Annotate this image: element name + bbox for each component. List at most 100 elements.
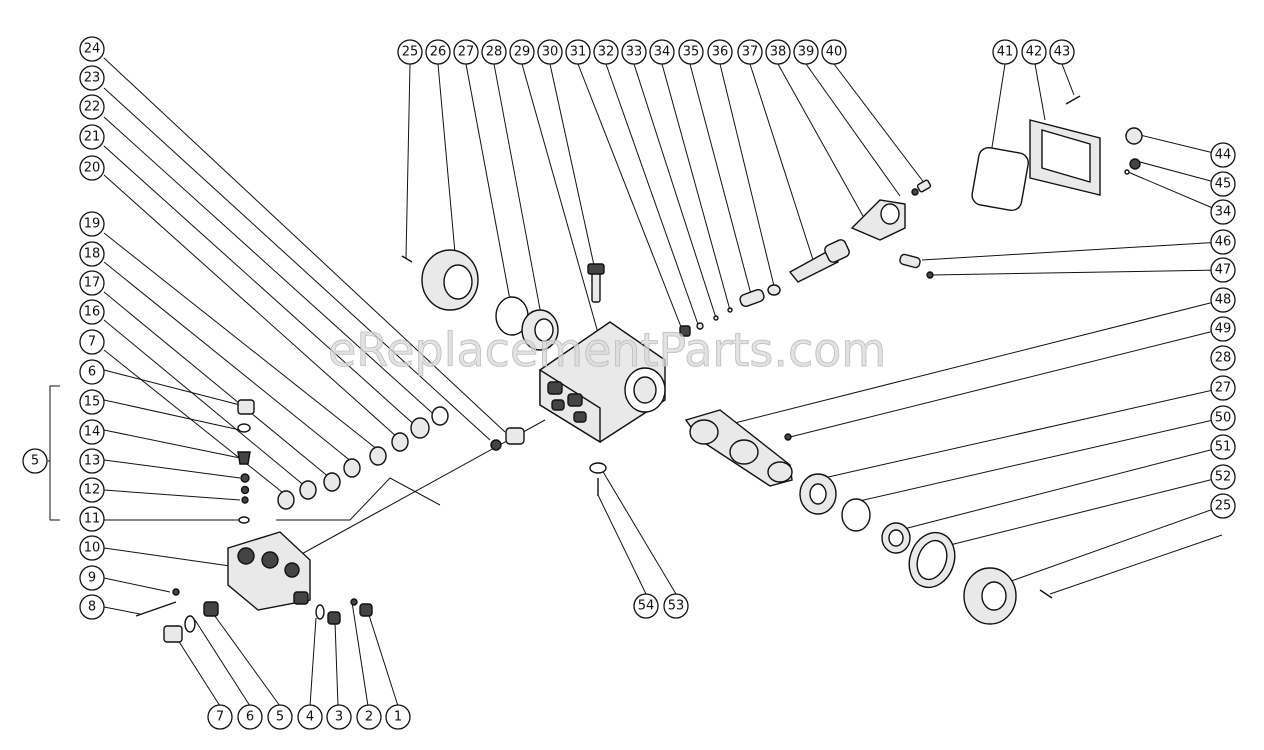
callout-54[interactable]: 54 bbox=[633, 593, 659, 619]
callout-50[interactable]: 50 bbox=[1210, 405, 1236, 431]
callout-25-right[interactable]: 25 bbox=[1210, 493, 1236, 519]
svg-text:6: 6 bbox=[88, 365, 96, 380]
callout-38[interactable]: 38 bbox=[765, 39, 791, 65]
svg-text:26: 26 bbox=[430, 45, 447, 60]
svg-text:22: 22 bbox=[84, 100, 101, 115]
svg-text:13: 13 bbox=[84, 454, 101, 469]
callout-41[interactable]: 41 bbox=[992, 39, 1018, 65]
svg-text:32: 32 bbox=[598, 45, 615, 60]
svg-text:53: 53 bbox=[668, 599, 685, 614]
callout-6-upper[interactable]: 6 bbox=[79, 359, 105, 385]
callout-46[interactable]: 46 bbox=[1210, 229, 1236, 255]
callout-37[interactable]: 37 bbox=[737, 39, 763, 65]
callout-20[interactable]: 20 bbox=[79, 155, 105, 181]
svg-text:30: 30 bbox=[542, 45, 559, 60]
svg-text:19: 19 bbox=[84, 217, 101, 232]
svg-text:27: 27 bbox=[1215, 381, 1232, 396]
callout-48[interactable]: 48 bbox=[1210, 287, 1236, 313]
svg-text:43: 43 bbox=[1054, 45, 1071, 60]
svg-text:38: 38 bbox=[770, 45, 787, 60]
callout-49[interactable]: 49 bbox=[1210, 316, 1236, 342]
callout-16[interactable]: 16 bbox=[79, 299, 105, 325]
crankshaft bbox=[684, 409, 793, 487]
callout-13[interactable]: 13 bbox=[79, 448, 105, 474]
callout-34-top[interactable]: 34 bbox=[649, 39, 675, 65]
svg-text:5: 5 bbox=[31, 454, 39, 469]
callout-1[interactable]: 1 bbox=[385, 704, 411, 730]
callout-27-top[interactable]: 27 bbox=[453, 39, 479, 65]
callout-28-right[interactable]: 28 bbox=[1210, 345, 1236, 371]
callout-45[interactable]: 45 bbox=[1210, 171, 1236, 197]
callout-43[interactable]: 43 bbox=[1049, 39, 1075, 65]
callout-31[interactable]: 31 bbox=[565, 39, 591, 65]
leader-lines bbox=[48, 57, 1223, 707]
callout-4[interactable]: 4 bbox=[297, 704, 323, 730]
svg-text:52: 52 bbox=[1215, 470, 1232, 485]
callout-10[interactable]: 10 bbox=[79, 535, 105, 561]
callout-19[interactable]: 19 bbox=[79, 211, 105, 237]
callout-2[interactable]: 2 bbox=[356, 704, 382, 730]
callout-18[interactable]: 18 bbox=[79, 241, 105, 267]
callout-42[interactable]: 42 bbox=[1021, 39, 1047, 65]
plug bbox=[163, 625, 183, 643]
callout-51[interactable]: 51 bbox=[1210, 434, 1236, 460]
callout-14[interactable]: 14 bbox=[79, 419, 105, 445]
callout-22[interactable]: 22 bbox=[79, 94, 105, 120]
svg-text:6: 6 bbox=[246, 710, 254, 725]
svg-text:28: 28 bbox=[1215, 351, 1232, 366]
svg-text:54: 54 bbox=[638, 599, 655, 614]
callout-9[interactable]: 9 bbox=[79, 565, 105, 591]
svg-text:2: 2 bbox=[365, 710, 373, 725]
callout-39[interactable]: 39 bbox=[793, 39, 819, 65]
callout-26[interactable]: 26 bbox=[425, 39, 451, 65]
svg-text:8: 8 bbox=[88, 600, 96, 615]
callout-5-bracket[interactable]: 5 bbox=[22, 448, 48, 474]
svg-text:37: 37 bbox=[742, 45, 759, 60]
callout-47[interactable]: 47 bbox=[1210, 257, 1236, 283]
connecting-rod bbox=[850, 199, 906, 241]
svg-text:34: 34 bbox=[654, 45, 671, 60]
callout-24[interactable]: 24 bbox=[79, 36, 105, 62]
callout-36[interactable]: 36 bbox=[707, 39, 733, 65]
callout-30[interactable]: 30 bbox=[537, 39, 563, 65]
callout-53[interactable]: 53 bbox=[663, 593, 689, 619]
callout-11[interactable]: 11 bbox=[79, 506, 105, 532]
svg-text:17: 17 bbox=[84, 276, 101, 291]
callout-35[interactable]: 35 bbox=[678, 39, 704, 65]
callout-40[interactable]: 40 bbox=[821, 39, 847, 65]
callout-17[interactable]: 17 bbox=[79, 270, 105, 296]
callout-3[interactable]: 3 bbox=[326, 704, 352, 730]
crankcase bbox=[539, 321, 666, 444]
svg-text:14: 14 bbox=[84, 425, 101, 440]
callout-15[interactable]: 15 bbox=[79, 389, 105, 415]
svg-text:12: 12 bbox=[84, 483, 101, 498]
callout-34-right[interactable]: 34 bbox=[1210, 199, 1236, 225]
callout-6-bottom[interactable]: 6 bbox=[237, 704, 263, 730]
callout-33[interactable]: 33 bbox=[621, 39, 647, 65]
callout-8[interactable]: 8 bbox=[79, 594, 105, 620]
svg-text:24: 24 bbox=[84, 42, 101, 57]
callout-52[interactable]: 52 bbox=[1210, 464, 1236, 490]
svg-text:28: 28 bbox=[486, 45, 503, 60]
left-bearing-cover bbox=[421, 249, 479, 311]
svg-text:40: 40 bbox=[826, 45, 843, 60]
callout-12[interactable]: 12 bbox=[79, 477, 105, 503]
callout-28-top[interactable]: 28 bbox=[481, 39, 507, 65]
svg-text:50: 50 bbox=[1215, 411, 1232, 426]
svg-text:47: 47 bbox=[1215, 263, 1232, 278]
callout-27-right[interactable]: 27 bbox=[1210, 375, 1236, 401]
svg-text:7: 7 bbox=[216, 710, 224, 725]
callout-21[interactable]: 21 bbox=[79, 124, 105, 150]
callout-32[interactable]: 32 bbox=[593, 39, 619, 65]
callout-44[interactable]: 44 bbox=[1210, 142, 1236, 168]
callout-23[interactable]: 23 bbox=[79, 65, 105, 91]
callout-7-upper[interactable]: 7 bbox=[79, 329, 105, 355]
callout-7-bottom[interactable]: 7 bbox=[207, 704, 233, 730]
callout-25-top[interactable]: 25 bbox=[397, 39, 423, 65]
callout-5-bottom[interactable]: 5 bbox=[267, 704, 293, 730]
sleeve bbox=[505, 427, 525, 445]
callout-29[interactable]: 29 bbox=[509, 39, 535, 65]
watermark-text: eReplacementParts.com bbox=[328, 323, 886, 377]
svg-text:41: 41 bbox=[997, 45, 1014, 60]
